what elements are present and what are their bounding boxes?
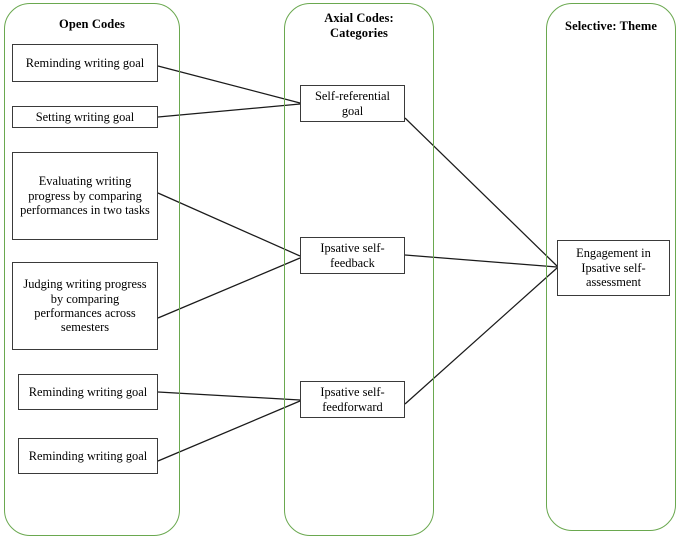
node-label: Setting writing goal: [35, 109, 135, 124]
node-open-code-2[interactable]: Setting writing goal: [12, 106, 158, 128]
node-axial-code-1[interactable]: Self-referential goal: [300, 85, 405, 122]
container-axial-codes: [284, 3, 434, 536]
node-axial-code-2[interactable]: Ipsative self-feedback: [300, 237, 405, 274]
node-label: Ipsative self-feedback: [320, 241, 385, 270]
node-open-code-4[interactable]: Judging writing progress by comparing pe…: [12, 262, 158, 350]
node-label: Evaluating writing progress by comparing…: [20, 174, 150, 218]
node-selective-theme-1[interactable]: Engagement in Ipsative self-assessment: [557, 240, 670, 296]
container-open-codes: [4, 3, 180, 536]
node-open-code-6[interactable]: Reminding writing goal: [18, 438, 158, 474]
node-open-code-3[interactable]: Evaluating writing progress by comparing…: [12, 152, 158, 240]
header-selective-theme: Selective: Theme: [565, 19, 657, 33]
node-open-code-5[interactable]: Reminding writing goal: [18, 374, 158, 410]
container-selective-theme: [546, 3, 676, 531]
node-open-code-1[interactable]: Reminding writing goal: [12, 44, 158, 82]
header-open-codes: Open Codes: [59, 17, 125, 31]
node-label: Reminding writing goal: [28, 384, 148, 399]
header-axial-codes: Axial Codes: Categories: [284, 11, 434, 42]
header-axial-codes-line1: Axial Codes:: [324, 11, 394, 25]
node-label: Judging writing progress by comparing pe…: [23, 277, 147, 335]
node-label: Reminding writing goal: [28, 448, 148, 463]
node-label: Engagement in Ipsative self-assessment: [576, 246, 651, 290]
node-label: Reminding writing goal: [25, 55, 145, 70]
node-label: Ipsative self-feedforward: [320, 385, 385, 414]
header-axial-codes-line2: Categories: [330, 26, 388, 41]
node-label: Self-referential goal: [315, 89, 390, 118]
node-axial-code-3[interactable]: Ipsative self-feedforward: [300, 381, 405, 418]
